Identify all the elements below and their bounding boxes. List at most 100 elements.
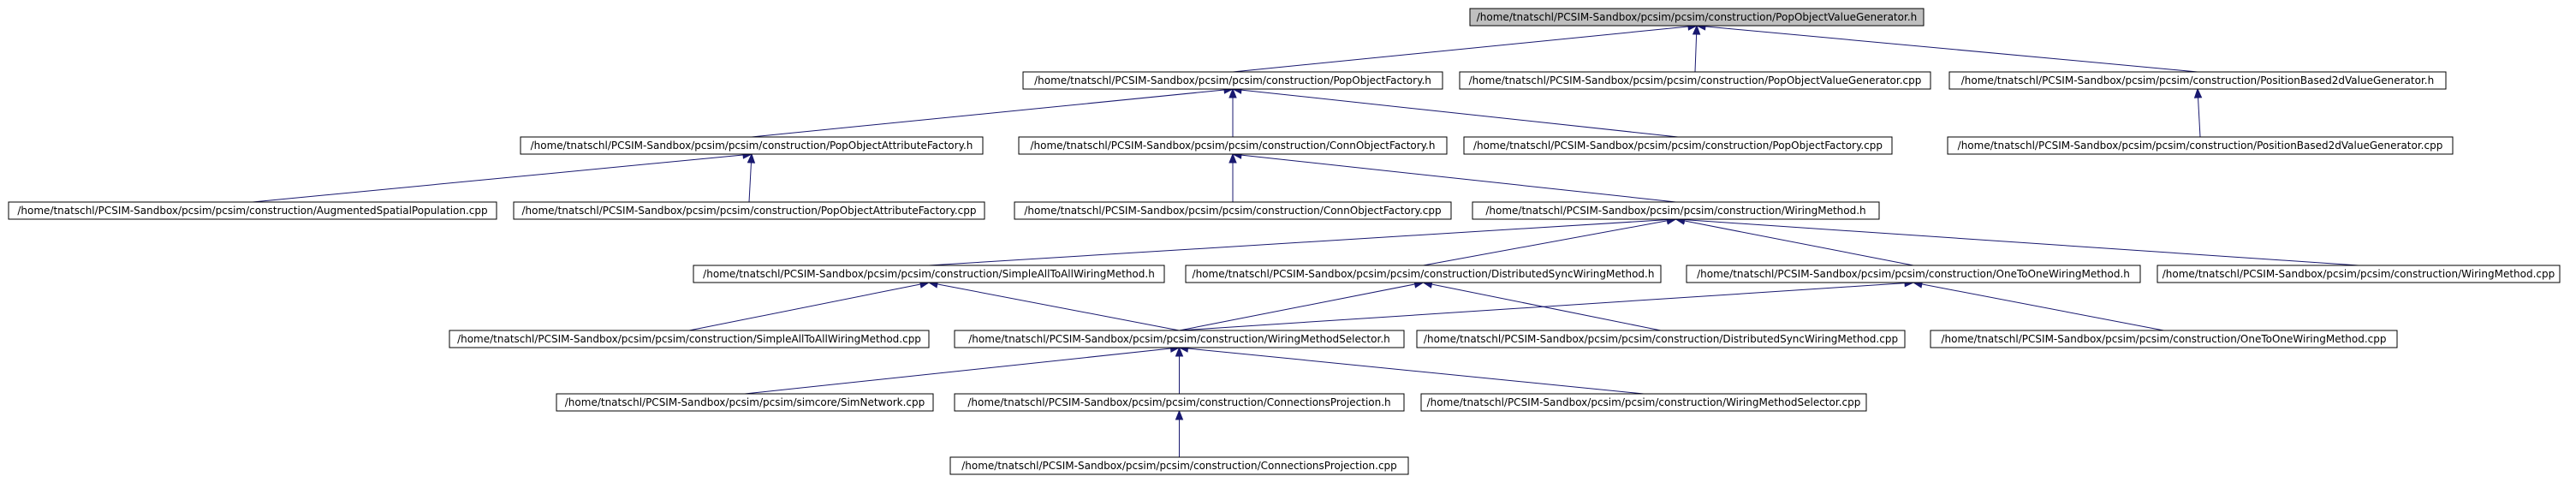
node-cp-h[interactable]: /home/tnatschl/PCSIM-Sandbox/pcsim/pcsim… <box>954 393 1405 412</box>
edge-line <box>744 348 1171 395</box>
node-oto-cpp[interactable]: /home/tnatschl/PCSIM-Sandbox/pcsim/pcsim… <box>1930 330 2398 348</box>
node-box[interactable] <box>1463 136 1893 155</box>
node-box[interactable] <box>1686 265 2141 283</box>
edge-arrowhead <box>1229 87 1237 98</box>
edge-wm-h-to-dsw-h <box>1423 217 1677 266</box>
node-box[interactable] <box>1459 71 1931 90</box>
node-poaf-cpp[interactable]: /home/tnatschl/PCSIM-Sandbox/pcsim/pcsim… <box>513 201 985 220</box>
node-label: /home/tnatschl/PCSIM-Sandbox/pcsim/pcsim… <box>521 205 976 217</box>
node-asp-cpp[interactable]: /home/tnatschl/PCSIM-Sandbox/pcsim/pcsim… <box>8 201 497 220</box>
node-wms-cpp[interactable]: /home/tnatschl/PCSIM-Sandbox/pcsim/pcsim… <box>1420 393 1867 412</box>
node-box[interactable] <box>449 330 930 348</box>
node-dsw-h[interactable]: /home/tnatschl/PCSIM-Sandbox/pcsim/pcsim… <box>1185 265 1662 283</box>
node-label: /home/tnatschl/PCSIM-Sandbox/pcsim/pcsim… <box>457 333 921 345</box>
node-label: /home/tnatschl/PCSIM-Sandbox/pcsim/pcsim… <box>2163 268 2555 280</box>
node-box[interactable] <box>1948 71 2447 90</box>
edge-cp-h-to-cp-cpp <box>1175 409 1184 457</box>
node-wms-h[interactable]: /home/tnatschl/PCSIM-Sandbox/pcsim/pcsim… <box>954 330 1405 348</box>
node-box[interactable] <box>693 265 1165 283</box>
node-box[interactable] <box>1022 71 1443 90</box>
node-label: /home/tnatschl/PCSIM-Sandbox/pcsim/pcsim… <box>1477 11 1917 23</box>
node-box[interactable] <box>949 456 1409 475</box>
node-poaf-h[interactable]: /home/tnatschl/PCSIM-Sandbox/pcsim/pcsim… <box>520 136 984 155</box>
node-box[interactable] <box>1930 330 2398 348</box>
node-box[interactable] <box>1014 201 1452 220</box>
edge-oto-h-to-oto-cpp <box>1912 280 2164 331</box>
edge-line <box>1240 154 1676 203</box>
node-box[interactable] <box>954 330 1405 348</box>
edge-arrowhead <box>2193 87 2203 98</box>
edge-line <box>1921 283 2164 331</box>
node-box[interactable] <box>513 201 985 220</box>
node-dsw-cpp[interactable]: /home/tnatschl/PCSIM-Sandbox/pcsim/pcsim… <box>1416 330 1906 348</box>
node-label: /home/tnatschl/PCSIM-Sandbox/pcsim/pcsim… <box>1941 333 2386 345</box>
edge-arrowhead <box>747 152 756 164</box>
node-box[interactable] <box>8 201 497 220</box>
edge-arrowhead <box>1229 152 1237 164</box>
edge-cof-h-to-wm-h <box>1231 151 1676 203</box>
edge-wm-h-to-oto-h <box>1675 217 1914 266</box>
node-box[interactable] <box>520 136 984 155</box>
edge-line <box>1232 26 1689 73</box>
edge-line <box>928 219 1668 266</box>
node-label: /home/tnatschl/PCSIM-Sandbox/pcsim/pcsim… <box>1473 140 1883 152</box>
node-cp-cpp[interactable]: /home/tnatschl/PCSIM-Sandbox/pcsim/pcsim… <box>949 456 1409 475</box>
edge-layer <box>252 22 2359 457</box>
edge-line <box>1179 283 1415 331</box>
node-cof-cpp[interactable]: /home/tnatschl/PCSIM-Sandbox/pcsim/pcsim… <box>1014 201 1452 220</box>
edge-line <box>1431 283 1662 331</box>
node-label: /home/tnatschl/PCSIM-Sandbox/pcsim/pcsim… <box>1697 268 2130 280</box>
edge-oto-h-to-wms-h <box>1179 278 1915 331</box>
node-box[interactable] <box>1947 136 2454 155</box>
node-cof-h[interactable]: /home/tnatschl/PCSIM-Sandbox/pcsim/pcsim… <box>1018 136 1448 155</box>
node-wm-cpp[interactable]: /home/tnatschl/PCSIM-Sandbox/pcsim/pcsim… <box>2157 265 2561 283</box>
edge-saa-h-to-wms-h <box>927 280 1180 331</box>
node-pb2-h[interactable]: /home/tnatschl/PCSIM-Sandbox/pcsim/pcsim… <box>1948 71 2447 90</box>
node-label: /home/tnatschl/PCSIM-Sandbox/pcsim/pcsim… <box>703 268 1155 280</box>
edge-wms-h-to-sn-cpp <box>744 344 1181 395</box>
edge-line <box>252 154 744 203</box>
edge-pb2-h-to-pb2-cpp <box>2193 87 2203 138</box>
edge-wms-h-to-cp-h <box>1175 346 1184 394</box>
edge-arrowhead <box>1175 346 1184 357</box>
node-pof-cpp[interactable]: /home/tnatschl/PCSIM-Sandbox/pcsim/pcsim… <box>1463 136 1893 155</box>
edge-pov-h-to-pb2-h <box>1695 22 2198 73</box>
node-oto-h[interactable]: /home/tnatschl/PCSIM-Sandbox/pcsim/pcsim… <box>1686 265 2141 283</box>
node-label: /home/tnatschl/PCSIM-Sandbox/pcsim/pcsim… <box>1193 268 1655 280</box>
edge-arrowhead <box>1175 409 1184 420</box>
node-wm-h[interactable]: /home/tnatschl/PCSIM-Sandbox/pcsim/pcsim… <box>1472 201 1880 220</box>
edge-pof-h-to-poaf-h <box>751 86 1234 138</box>
node-box[interactable] <box>954 393 1405 412</box>
node-box[interactable] <box>1420 393 1867 412</box>
node-pov-h[interactable]: /home/tnatschl/PCSIM-Sandbox/pcsim/pcsim… <box>1469 8 1925 27</box>
node-sn-cpp[interactable]: /home/tnatschl/PCSIM-Sandbox/pcsim/pcsim… <box>556 393 934 412</box>
edge-line <box>1704 26 2198 73</box>
edge-dsw-h-to-wms-h <box>1179 280 1425 331</box>
edge-line <box>1684 220 1914 266</box>
edge-line <box>2198 97 2201 138</box>
node-box[interactable] <box>1018 136 1448 155</box>
node-pof-h[interactable]: /home/tnatschl/PCSIM-Sandbox/pcsim/pcsim… <box>1022 71 1443 90</box>
node-box[interactable] <box>556 393 934 412</box>
edge-line <box>1187 348 1645 395</box>
edge-line <box>1684 219 2359 266</box>
node-label: /home/tnatschl/PCSIM-Sandbox/pcsim/pcsim… <box>565 396 925 408</box>
node-box[interactable] <box>1469 8 1925 27</box>
node-saa-h[interactable]: /home/tnatschl/PCSIM-Sandbox/pcsim/pcsim… <box>693 265 1165 283</box>
node-saa-cpp[interactable]: /home/tnatschl/PCSIM-Sandbox/pcsim/pcsim… <box>449 330 930 348</box>
edge-pof-h-to-pof-cpp <box>1231 86 1679 138</box>
edge-line <box>1423 220 1668 266</box>
node-box[interactable] <box>1185 265 1662 283</box>
node-pb2-cpp[interactable]: /home/tnatschl/PCSIM-Sandbox/pcsim/pcsim… <box>1947 136 2454 155</box>
node-label: /home/tnatschl/PCSIM-Sandbox/pcsim/pcsim… <box>968 333 1389 345</box>
edge-pov-h-to-pov-cpp <box>1692 24 1701 73</box>
edge-wm-h-to-wm-cpp <box>1675 215 2359 266</box>
edge-line <box>748 162 752 203</box>
node-box[interactable] <box>1416 330 1906 348</box>
edge-cof-h-to-cof-cpp <box>1229 152 1237 202</box>
node-box[interactable] <box>1472 201 1880 220</box>
edge-wms-h-to-wms-cpp <box>1178 344 1645 395</box>
node-pov-cpp[interactable]: /home/tnatschl/PCSIM-Sandbox/pcsim/pcsim… <box>1459 71 1931 90</box>
node-box[interactable] <box>2157 265 2561 283</box>
